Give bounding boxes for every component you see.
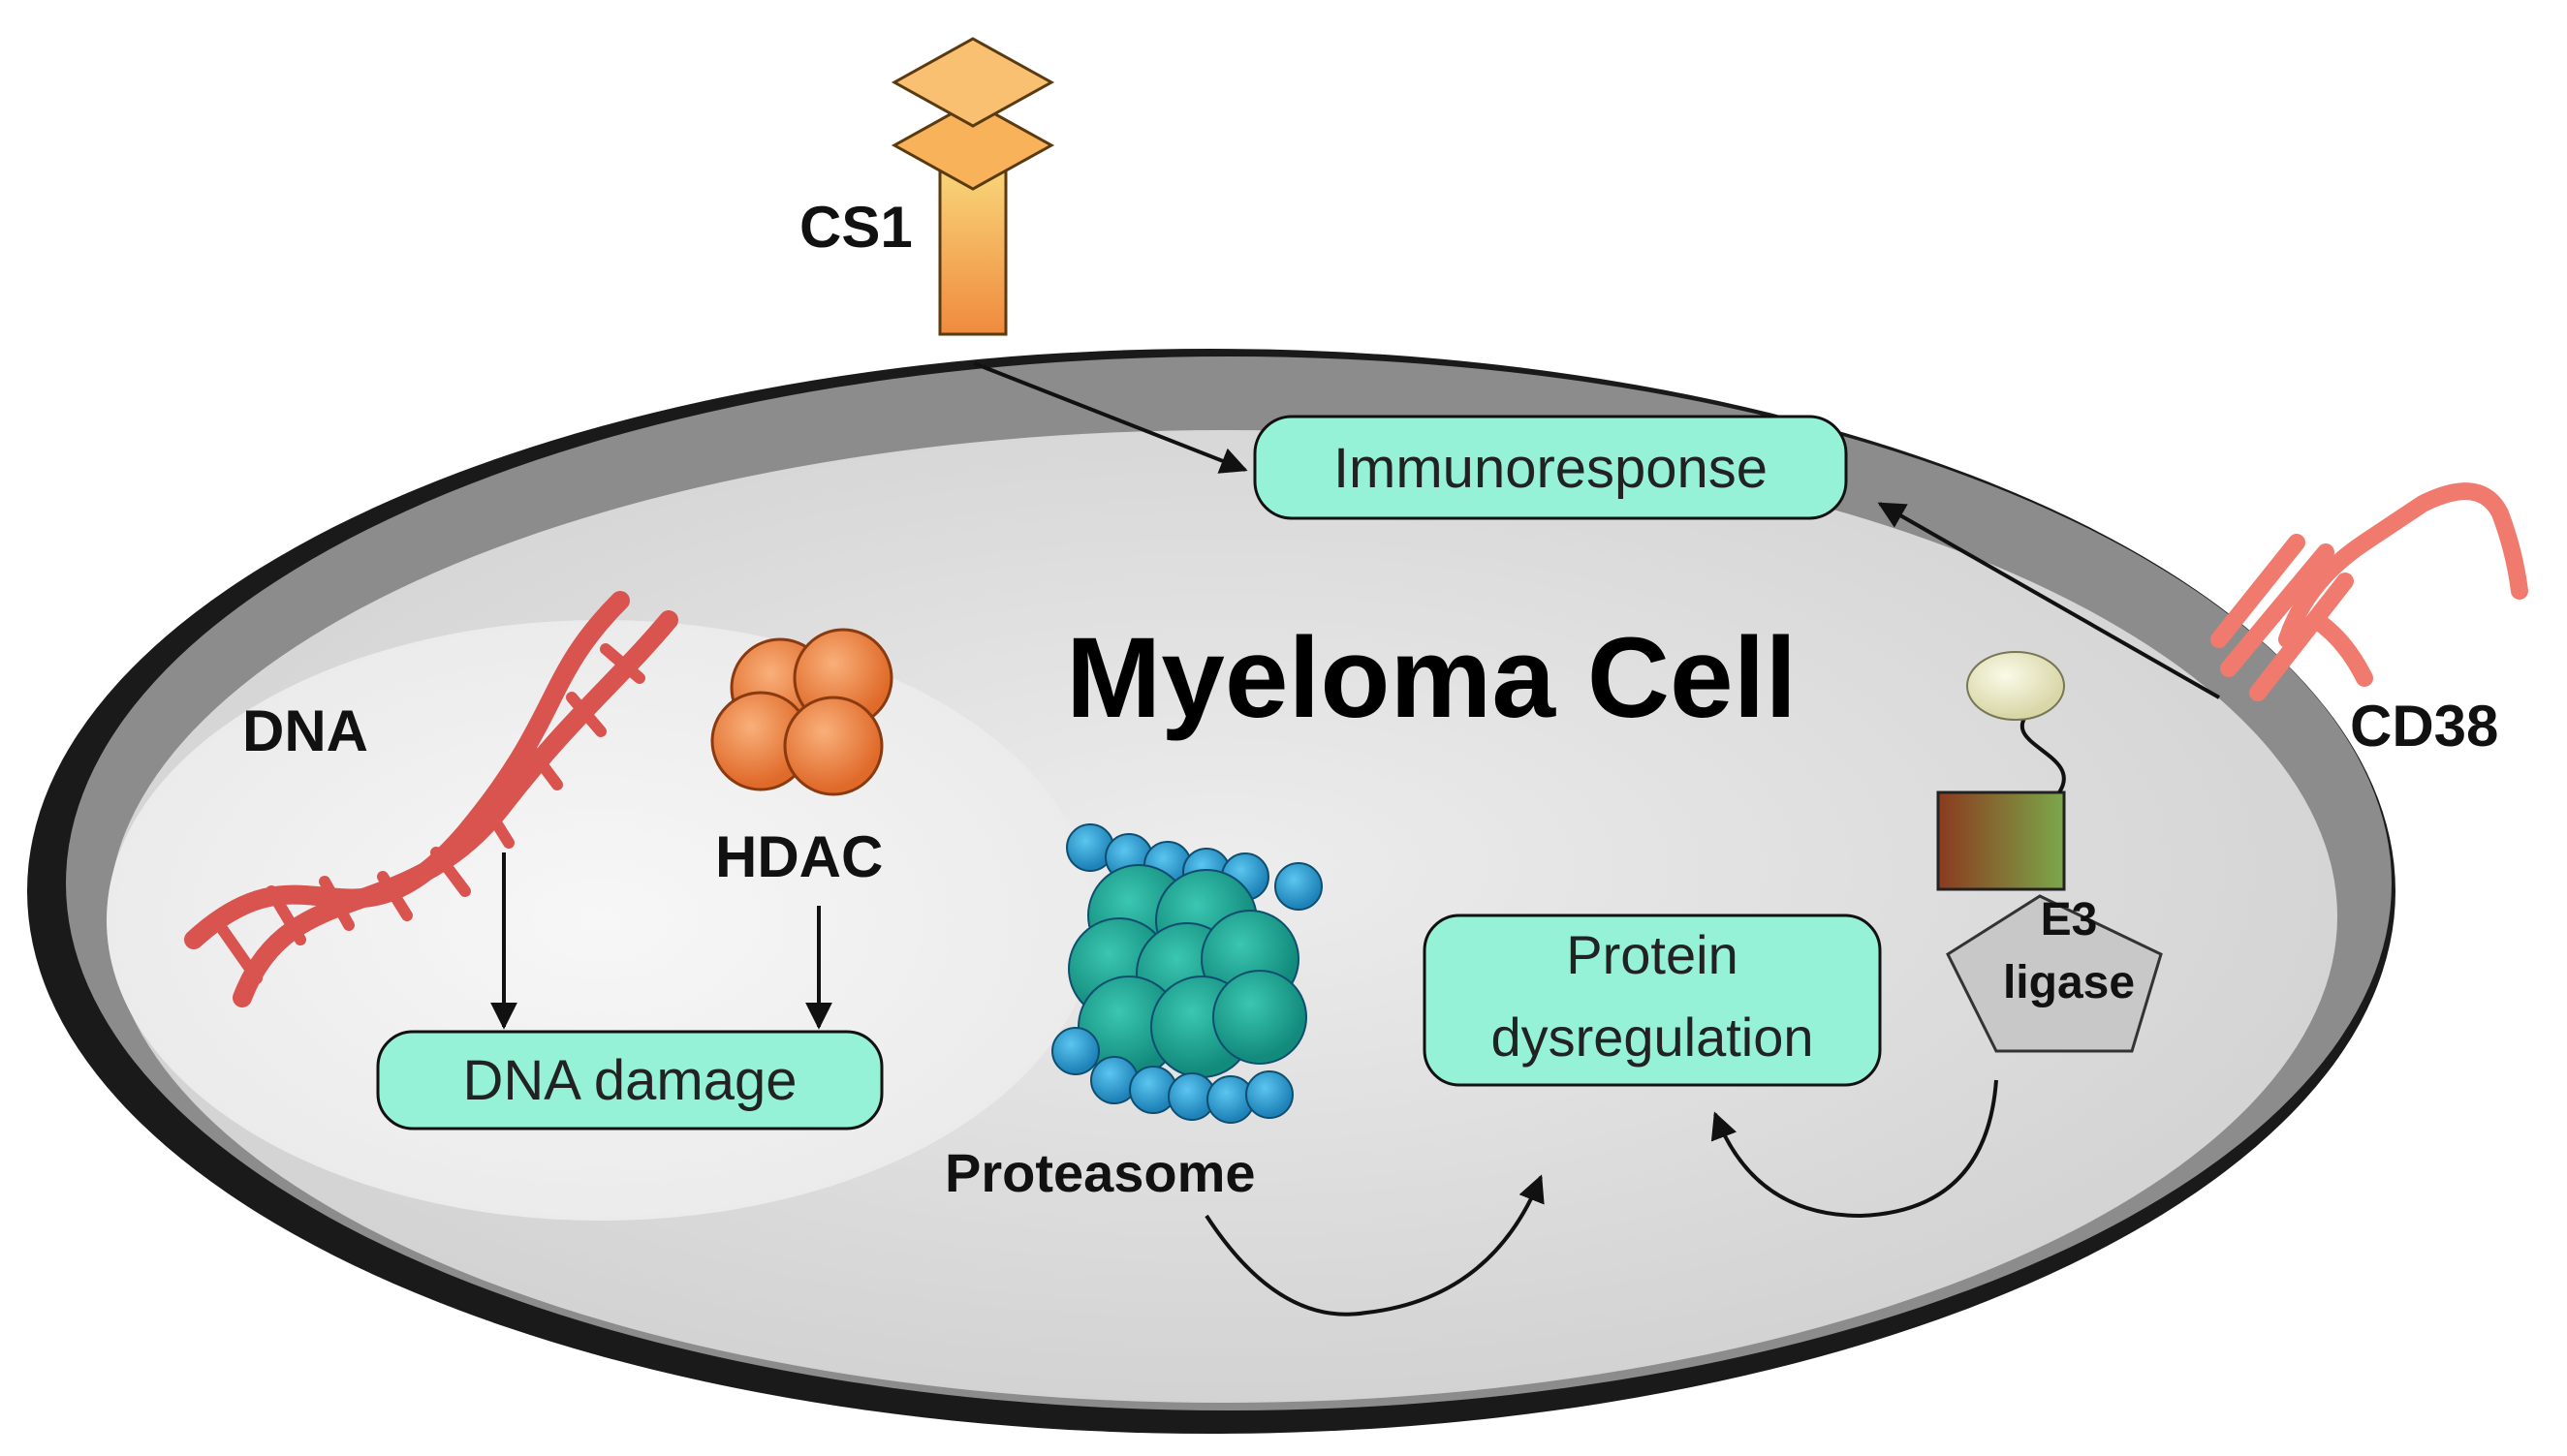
immunoresponse-box: Immunoresponse xyxy=(1253,415,1848,520)
immunoresponse-label: Immunoresponse xyxy=(1333,437,1768,500)
diagram-title: Myeloma Cell xyxy=(1066,614,1797,742)
ubiquitin-linker xyxy=(2020,715,2066,794)
proteasome-to-protein-arrow xyxy=(1205,1174,1545,1317)
e3-label-line2: ligase xyxy=(2003,957,2135,1008)
e3-to-protein-arrow xyxy=(1710,1079,1998,1219)
ubiquitin-icon xyxy=(1966,651,2065,721)
protein-dysregulation-box: Protein dysregulation xyxy=(1423,914,1882,1087)
dna-label: DNA xyxy=(242,698,368,763)
cs1-receptor xyxy=(891,37,1055,336)
e3-label-line1: E3 xyxy=(2041,894,2098,945)
dna-damage-label: DNA damage xyxy=(463,1049,798,1112)
proteasome-icon xyxy=(1051,823,1323,1124)
cd38-to-immunoresponse-arrow xyxy=(1877,502,2220,699)
dna-damage-box: DNA damage xyxy=(376,1030,884,1131)
proteasome-label: Proteasome xyxy=(945,1142,1256,1203)
cs1-to-immunoresponse-arrow xyxy=(973,361,1248,474)
hdac-label: HDAC xyxy=(715,824,883,889)
dna-rungs xyxy=(217,643,645,984)
cd38-label: CD38 xyxy=(2350,694,2498,759)
cd38-receptor xyxy=(2210,482,2528,701)
hdac-icon xyxy=(710,628,893,796)
e3-ligase-icon xyxy=(1936,651,2163,1053)
protein-label-line1: Protein xyxy=(1566,924,1737,985)
cs1-label: CS1 xyxy=(799,195,913,260)
protein-label-line2: dysregulation xyxy=(1490,1007,1813,1068)
